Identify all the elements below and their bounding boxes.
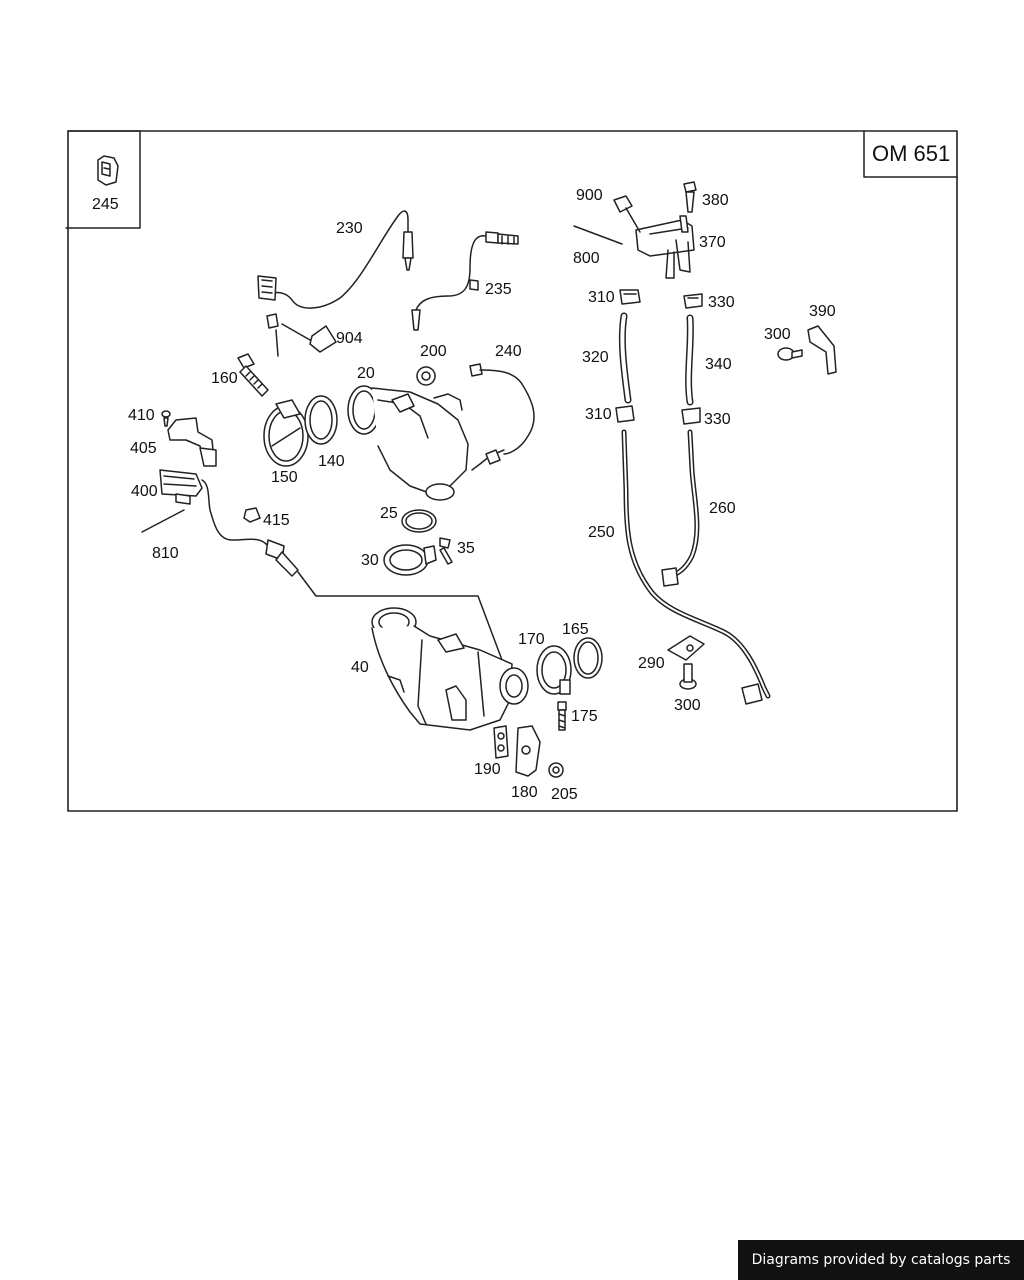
model-box xyxy=(863,130,958,178)
gasket-25 xyxy=(401,509,437,533)
part-label: 40 xyxy=(351,659,369,676)
part-label: 410 xyxy=(128,407,155,424)
clip-310-lower xyxy=(615,405,635,423)
pipe-260 xyxy=(661,429,700,587)
hose-340 xyxy=(685,314,694,406)
part-label: 165 xyxy=(562,621,589,638)
particulate-filter-40 xyxy=(371,607,529,731)
clip-310-upper xyxy=(619,289,641,305)
screw-300-upper xyxy=(777,347,803,361)
part-label: 20 xyxy=(357,365,375,382)
clamp-170 xyxy=(536,645,572,695)
bolt-160 xyxy=(237,353,269,397)
bolt-175 xyxy=(557,701,567,731)
clip-245-icon xyxy=(97,155,119,186)
part-label: 330 xyxy=(708,294,735,311)
credit-banner: Diagrams provided by catalogs parts xyxy=(738,1240,1024,1280)
part-label: 400 xyxy=(131,483,158,500)
tag-900 xyxy=(613,195,641,233)
bracket-390 xyxy=(807,325,837,375)
part-label: 300 xyxy=(674,697,701,714)
part-label: 160 xyxy=(211,370,238,387)
part-label: 180 xyxy=(511,784,538,801)
part-label: 415 xyxy=(263,512,290,529)
line-800 xyxy=(573,225,623,245)
model-code: OM 651 xyxy=(872,141,950,166)
tag-904 xyxy=(266,313,337,357)
bracket-405 xyxy=(161,410,217,467)
part-label: 290 xyxy=(638,655,665,672)
part-label: 320 xyxy=(582,349,609,366)
clip-330-lower xyxy=(681,407,701,425)
sensor-cable-230 xyxy=(257,210,414,309)
part-label: 230 xyxy=(336,220,363,237)
bracket-190 xyxy=(493,725,509,759)
inset-box xyxy=(65,130,141,229)
clamp-30 xyxy=(383,544,437,576)
screw-300-lower xyxy=(679,663,697,690)
part-label: 310 xyxy=(588,289,615,306)
temp-sensor-240 xyxy=(469,363,535,471)
bolt-35 xyxy=(439,537,453,565)
pressure-sensor-370 xyxy=(635,215,695,279)
part-label: 405 xyxy=(130,440,157,457)
part-labels: 245 OM 651 20 25 30 35 40 140 150 160 16… xyxy=(92,141,950,803)
nut-415 xyxy=(243,507,261,523)
part-label: 35 xyxy=(457,540,475,557)
part-label: 250 xyxy=(588,524,615,541)
part-label: 25 xyxy=(380,505,398,522)
part-label: 170 xyxy=(518,631,545,648)
ring-165 xyxy=(573,637,603,679)
part-label: 390 xyxy=(809,303,836,320)
part-label: 370 xyxy=(699,234,726,251)
bracket-290 xyxy=(667,635,705,661)
part-label: 330 xyxy=(704,411,731,428)
part-label: 810 xyxy=(152,545,179,562)
part-label: 235 xyxy=(485,281,512,298)
diagram-frame xyxy=(67,130,958,812)
part-label: 30 xyxy=(361,552,379,569)
pipe-250 xyxy=(621,429,771,705)
bolt-380 xyxy=(683,181,697,213)
part-label: 340 xyxy=(705,356,732,373)
part-label: 190 xyxy=(474,761,501,778)
part-label: 904 xyxy=(336,330,363,347)
part-label: 800 xyxy=(573,250,600,267)
ring-140 xyxy=(304,395,338,445)
turbo-housing-20 xyxy=(347,385,469,501)
part-label: 240 xyxy=(495,343,522,360)
washer-200 xyxy=(416,366,436,386)
part-label: 205 xyxy=(551,786,578,803)
clip-330-upper xyxy=(683,293,703,309)
part-label: 140 xyxy=(318,453,345,470)
part-label: 245 xyxy=(92,196,119,213)
sensor-cable-235 xyxy=(411,231,519,331)
part-label: 900 xyxy=(576,187,603,204)
part-label: 200 xyxy=(420,343,447,360)
hose-320 xyxy=(618,312,632,404)
bracket-180 xyxy=(515,725,541,777)
part-label: 260 xyxy=(709,500,736,517)
part-label: 310 xyxy=(585,406,612,423)
part-label: 380 xyxy=(702,192,729,209)
nox-sensor-400 xyxy=(141,469,509,677)
part-label: 300 xyxy=(764,326,791,343)
part-label: 175 xyxy=(571,708,598,725)
part-label: 150 xyxy=(271,469,298,486)
nut-205 xyxy=(548,762,564,778)
clamp-150 xyxy=(263,399,309,467)
